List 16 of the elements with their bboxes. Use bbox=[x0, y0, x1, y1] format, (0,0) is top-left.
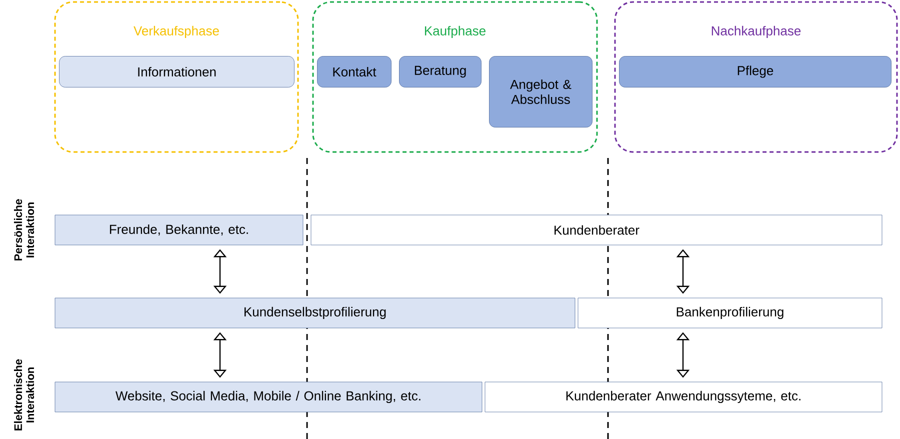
phase-step-box: Angebot & Abschluss bbox=[489, 56, 592, 128]
phase-step-box: Beratung bbox=[399, 56, 482, 88]
phase-step-box: Pflege bbox=[619, 56, 892, 88]
phase-heading: Verkaufsphase bbox=[134, 26, 219, 38]
row-label: Persönliche Interaktion bbox=[14, 199, 34, 260]
interaction-box: Freunde, Bekannte, etc. bbox=[54, 214, 304, 246]
phase-step-box: Kontakt bbox=[317, 56, 392, 88]
interaction-box: Kundenberater bbox=[310, 214, 882, 246]
interaction-box: Website, Social Media, Mobile / Online Banking, etc. bbox=[54, 382, 482, 412]
phase-heading: Kaufphase bbox=[425, 26, 486, 38]
interaction-box: Bankenprofilierung bbox=[578, 298, 882, 328]
interaction-box: Kundenberater Anwendungssyteme, etc. bbox=[484, 382, 882, 412]
phase-step-box: Informationen bbox=[59, 56, 294, 88]
phase-heading: Nachkaufphase bbox=[712, 26, 801, 38]
row-label: Elektronische Interaktion bbox=[14, 359, 34, 430]
interaction-box: Kundenselbstprofilierung bbox=[54, 298, 576, 328]
